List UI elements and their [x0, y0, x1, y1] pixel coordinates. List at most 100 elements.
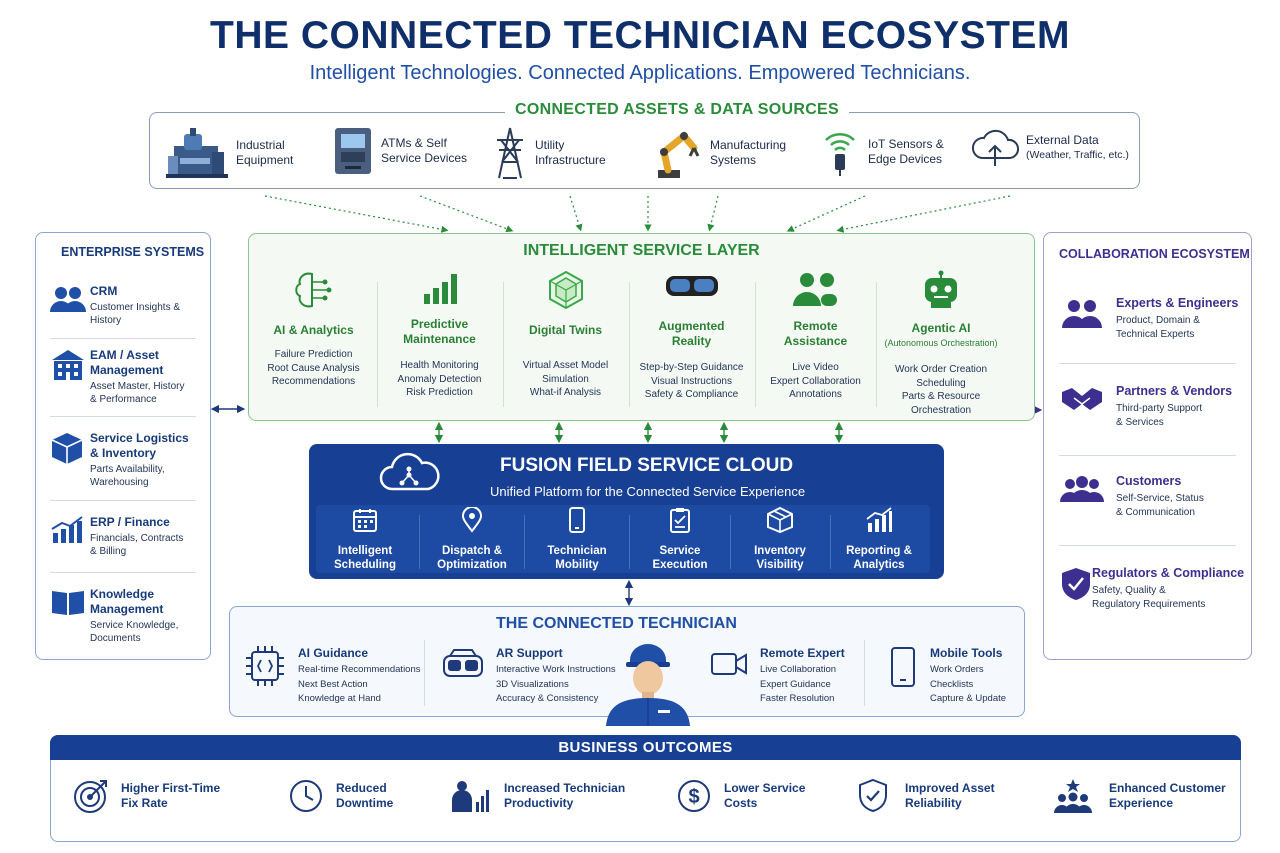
tech-item-desc: Interactive Work Instructions [496, 664, 616, 675]
enterprise-item-name: ERP / Finance [90, 515, 170, 529]
service-desc: Recommendations [271, 376, 356, 387]
iot-sensor-icon [825, 133, 855, 176]
tech-item-desc: Faster Resolution [760, 693, 835, 704]
remote-users-icon [792, 273, 837, 306]
enterprise-item-desc: & Billing [90, 546, 127, 557]
cloud-module-label: Dispatch & [441, 545, 503, 557]
enterprise-item-desc: Financials, Contracts [90, 533, 184, 544]
cloud-module-label: Intelligent [337, 545, 393, 557]
svg-text:$: $ [688, 786, 699, 808]
cloud-module-dispatch[interactable]: Dispatch & Optimization [422, 506, 522, 572]
cloud-module-label: Mobility [555, 559, 599, 571]
tech-item-desc: Capture & Update [930, 693, 1007, 704]
tech-item-desc: 3D Visualizations [496, 678, 569, 690]
box-icon [51, 433, 83, 464]
asset-external-data: External Data(Weather, Traffic, etc.) [970, 126, 1129, 170]
collab-item-name: Regulators & Compliance [1092, 566, 1245, 580]
service-desc: Orchestration [910, 404, 972, 416]
collab-item-name: Experts & Engineers [1116, 296, 1239, 310]
service-desc: Expert Collaboration [770, 375, 861, 387]
service-name: Augmented [658, 319, 725, 333]
technician-figure [606, 644, 690, 726]
collab-item-desc: & Communication [1116, 506, 1195, 518]
atm-icon [335, 128, 371, 174]
collab-item-desc: Technical Experts [1116, 328, 1195, 340]
service-desc: Scheduling [916, 377, 966, 389]
report-chart-icon [866, 507, 892, 532]
bar-growth-icon [423, 274, 457, 304]
asset-label-line2: Edge Devices [868, 152, 943, 166]
outcome-label: Lower Service [724, 781, 806, 795]
clipboard-icon [670, 508, 690, 533]
power-tower-icon [497, 127, 523, 179]
service-desc: Live Video [792, 362, 839, 373]
brain-icon [294, 272, 331, 308]
clock-icon [290, 780, 322, 812]
outcome-label: Increased Technician [504, 781, 626, 795]
phone-icon [569, 507, 585, 533]
cloud-module-label: Reporting & [846, 545, 912, 557]
shield-icon [859, 778, 887, 813]
video-camera-icon [711, 653, 747, 675]
building-icon [52, 350, 84, 380]
cloud-upload-icon [972, 129, 1019, 166]
enterprise-item-name-line2: Management [90, 602, 164, 616]
asset-label-line1: External Data [1026, 133, 1099, 147]
tech-item-desc: Next Best Action [298, 678, 368, 690]
outcome-label: Costs [724, 796, 758, 810]
collab-item-desc: & Services [1116, 416, 1164, 428]
service-desc: Step-by-Step Guidance [639, 362, 744, 373]
cube-icon [548, 270, 583, 310]
service-name-line2: Assistance [783, 334, 848, 348]
cloud-module-label: Visibility [756, 559, 804, 571]
service-agentic-ai: Agentic AI (Autonomous Orchestration) Wo… [877, 270, 1005, 417]
cloud-network-icon [379, 452, 440, 491]
tech-item-desc: Knowledge at Hand [298, 693, 381, 704]
service-desc: Parts & Resource [901, 391, 981, 402]
service-desc: Risk Prediction [406, 387, 473, 398]
outcome-label: Productivity [504, 796, 574, 810]
asset-label-line2: Equipment [236, 153, 294, 167]
cloud-modules-strip [316, 505, 930, 573]
outcome-label: Fix Rate [121, 796, 168, 810]
collab-item-desc: Regulatory Requirements [1092, 598, 1206, 610]
shield-check-icon [1062, 568, 1090, 600]
service-desc: Health Monitoring [400, 360, 479, 371]
outcome-label: Improved Asset [905, 781, 995, 795]
cloud-module-reporting[interactable]: Reporting &Analytics [829, 507, 929, 572]
enterprise-item-desc: Customer Insights & [90, 302, 181, 313]
collab-item-name: Customers [1116, 474, 1182, 488]
dollar-icon: $ [678, 780, 710, 812]
package-icon [767, 506, 793, 534]
enterprise-item-desc: Service Knowledge, [90, 620, 179, 631]
cloud-module-label: Optimization [437, 559, 507, 571]
service-desc: Failure Prediction [274, 349, 353, 360]
asset-label-line2: Service Devices [381, 151, 468, 165]
enterprise-item-name: CRM [90, 284, 118, 298]
service-predictive-maintenance: Predictive Maintenance Health Monitoring… [377, 270, 502, 400]
tech-item-name: AI Guidance [298, 646, 369, 660]
enterprise-item-desc: & Performance [90, 394, 157, 405]
enterprise-item-desc: Asset Master, History [90, 381, 185, 392]
vr-headset-icon [443, 649, 483, 677]
map-pin-icon [461, 506, 483, 533]
service-name-line2: Reality [671, 334, 712, 348]
enterprise-item-name: Service Logistics [90, 431, 189, 445]
service-name-line2: Maintenance [403, 332, 476, 346]
customers-icon [1060, 476, 1104, 502]
